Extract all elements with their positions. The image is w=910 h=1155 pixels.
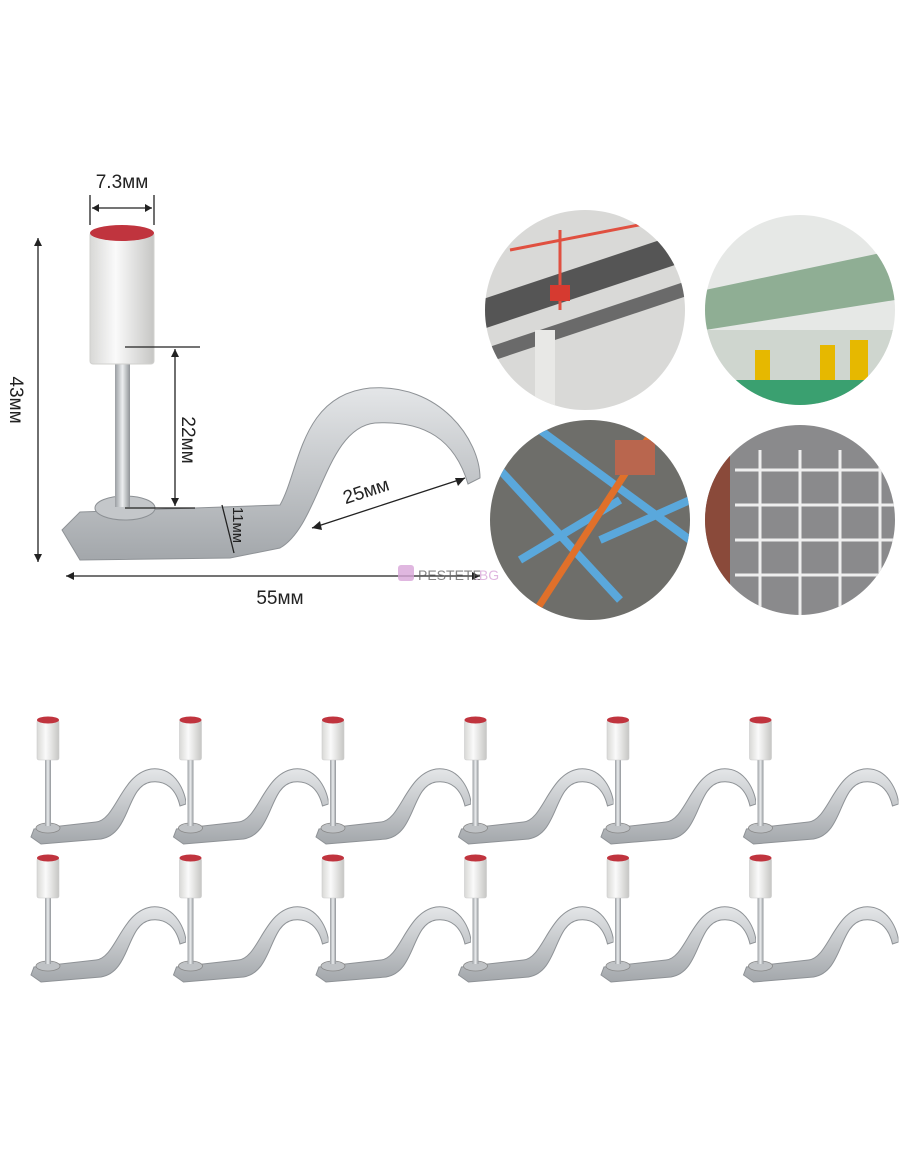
dim-total-length: 55мм bbox=[256, 588, 303, 609]
clip-item bbox=[30, 716, 186, 845]
main-clip-illustration bbox=[61, 225, 481, 561]
clip-item bbox=[30, 854, 186, 983]
clip-item bbox=[315, 716, 471, 845]
clip-grid bbox=[30, 716, 899, 983]
clip-item bbox=[743, 854, 899, 983]
dim-shaft-length: 22мм bbox=[177, 416, 198, 463]
photo-parking-ducts bbox=[705, 215, 895, 405]
clip-item bbox=[315, 854, 471, 983]
svg-text:PESTETE: PESTETE bbox=[418, 567, 482, 583]
clip-item bbox=[458, 716, 614, 845]
clip-item bbox=[458, 854, 614, 983]
clip-item bbox=[600, 854, 756, 983]
clip-item bbox=[173, 716, 329, 845]
clip-item bbox=[600, 716, 756, 845]
dim-total-height: 43мм bbox=[5, 376, 26, 423]
dim-head-diameter: 7.3мм bbox=[96, 172, 149, 193]
svg-text:.BG: .BG bbox=[475, 567, 499, 583]
watermark-logo: PESTETE .BG bbox=[398, 565, 499, 583]
photo-floor-water-pipes bbox=[490, 420, 690, 620]
dim-plate-width: 11мм bbox=[229, 507, 246, 543]
clip-item bbox=[743, 716, 899, 845]
photo-window-grille bbox=[705, 425, 895, 615]
clip-item bbox=[173, 854, 329, 983]
photo-ceiling-pipes bbox=[485, 210, 685, 410]
